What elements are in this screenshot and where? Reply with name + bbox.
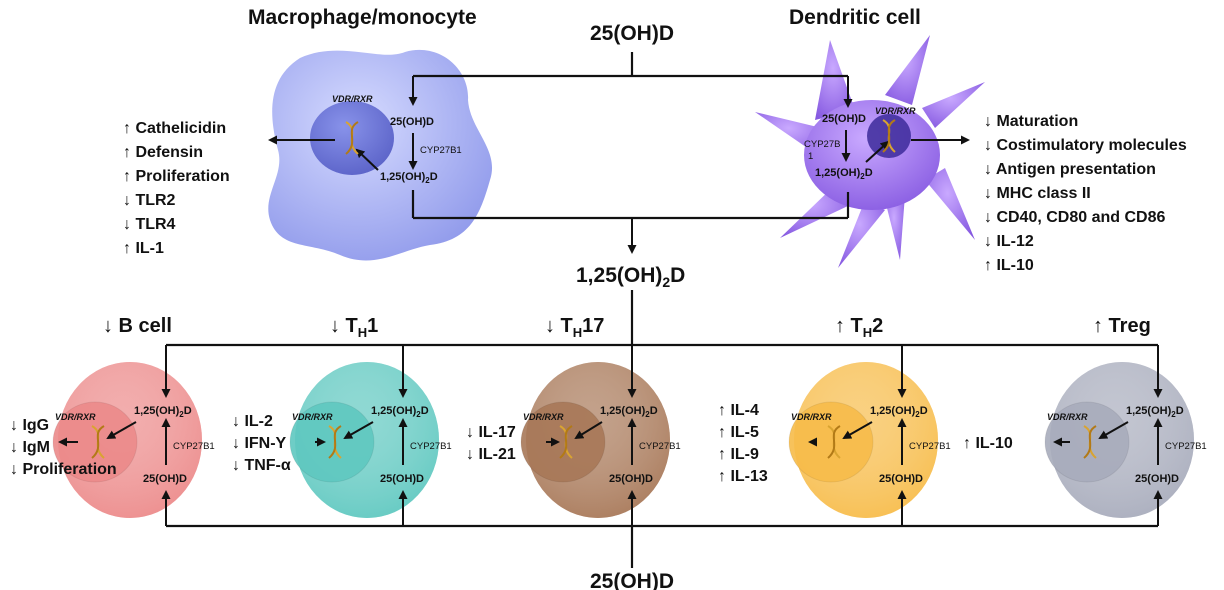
dendritic-effects: ↓ Maturation ↓ Costimulatory molecules ↓ A… <box>984 113 1187 274</box>
macrophage-effect-6: ↑ IL-1 <box>123 240 164 257</box>
cell-effect: ↓ Proliferation <box>10 461 117 478</box>
svg-text:25(OH)D: 25(OH)D <box>822 113 866 125</box>
macrophage-pathway: VDR/RXR 25(OH)D CYP27B1 1,25(OH)2D <box>268 94 462 185</box>
cell-nucleus <box>1044 401 1130 483</box>
dendritic-effect-1: ↓ Maturation <box>984 113 1078 130</box>
svg-text:VDR/RXR: VDR/RXR <box>55 412 96 422</box>
cell-effect: ↑ IL-10 <box>963 435 1013 452</box>
svg-text:1,25(OH)2D: 1,25(OH)2D <box>600 405 658 419</box>
cell-nucleus <box>52 401 138 483</box>
cell-effect: ↑ IL-5 <box>718 424 759 441</box>
svg-text:CYP27B1: CYP27B1 <box>909 441 951 452</box>
dendritic-title: Dendritic cell <box>789 6 921 29</box>
cell-effect: ↑ IL-13 <box>718 468 768 485</box>
cell-4: ↑ TH2 1,25(OH)2D 25(OH)D CYP27B1 VDR/RXR ↑ IL… <box>718 315 951 526</box>
dendritic-effect-5: ↓ CD40, CD80 and CD86 <box>984 209 1165 226</box>
macrophage-effect-2: ↑ Defensin <box>123 144 203 161</box>
cell-3: ↓ TH17 1,25(OH)2D 25(OH)D CYP27B1 VDR/RXR ↓ I… <box>466 315 681 526</box>
svg-text:25(OH)D: 25(OH)D <box>380 473 424 485</box>
svg-text:CYP27B1: CYP27B1 <box>420 145 462 156</box>
svg-text:VDR/RXR: VDR/RXR <box>523 412 564 422</box>
svg-text:VDR/RXR: VDR/RXR <box>875 106 916 116</box>
dendritic-cell <box>755 35 985 268</box>
cell-title: ↓ TH17 <box>545 315 604 340</box>
top-25ohd-label: 25(OH)D <box>590 22 674 45</box>
svg-text:VDR/RXR: VDR/RXR <box>791 412 832 422</box>
cell-title: ↑ TH2 <box>835 315 883 340</box>
cell-nucleus <box>289 401 375 483</box>
svg-text:25(OH)D: 25(OH)D <box>609 473 653 485</box>
cell-nucleus <box>520 401 606 483</box>
svg-text:25(OH)D: 25(OH)D <box>1135 473 1179 485</box>
svg-text:25(OH)D: 25(OH)D <box>390 116 434 128</box>
connector-lines <box>166 52 1158 568</box>
dendritic-pathway: VDR/RXR 25(OH)D CYP27B 1 1,25(OH)2D <box>804 106 970 181</box>
dendritic-effect-2: ↓ Costimulatory molecules <box>984 137 1187 154</box>
cell-effect: ↓ IL-21 <box>466 446 516 463</box>
cell-title: ↑ Treg <box>1093 315 1151 337</box>
svg-text:CYP27B: CYP27B <box>804 139 840 150</box>
dendritic-effect-6: ↓ IL-12 <box>984 233 1034 250</box>
cell-effect: ↓ IL-2 <box>232 413 273 430</box>
macrophage-effect-5: ↓ TLR4 <box>123 216 176 233</box>
svg-text:CYP27B1: CYP27B1 <box>1165 441 1207 452</box>
cell-effect: ↓ IgM <box>10 439 50 456</box>
central-active-label: 1,25(OH)2D <box>576 264 685 290</box>
svg-text:VDR/RXR: VDR/RXR <box>332 94 373 104</box>
svg-text:1: 1 <box>808 151 813 162</box>
dendritic-effect-7: ↑ IL-10 <box>984 257 1034 274</box>
svg-text:1,25(OH)2D: 1,25(OH)2D <box>870 405 928 419</box>
cell-effect: ↓ TNF-α <box>232 457 291 474</box>
svg-text:1,25(OH)2D: 1,25(OH)2D <box>380 171 438 185</box>
svg-text:1,25(OH)2D: 1,25(OH)2D <box>134 405 192 419</box>
cell-effect: ↓ IgG <box>10 417 49 434</box>
bottom-25ohd-label: 25(OH)D <box>590 570 674 590</box>
macrophage-effect-4: ↓ TLR2 <box>123 192 176 209</box>
cell-title: ↓ B cell <box>103 315 172 337</box>
svg-text:VDR/RXR: VDR/RXR <box>1047 412 1088 422</box>
svg-text:1,25(OH)2D: 1,25(OH)2D <box>815 167 873 181</box>
macrophage-title: Macrophage/monocyte <box>248 6 477 29</box>
svg-text:1,25(OH)2D: 1,25(OH)2D <box>1126 405 1184 419</box>
cell-1: ↓ B cell 1,25(OH)2D 25(OH)D CYP27B1 VDR/RXR ↓… <box>10 315 215 526</box>
svg-text:1,25(OH)2D: 1,25(OH)2D <box>371 405 429 419</box>
macrophage-effects: ↑ Cathelicidin ↑ Defensin ↑ Proliferation ↓… <box>123 120 230 257</box>
lymphocyte-row: ↓ B cell1,25(OH)2D25(OH)DCYP27B1VDR/RXR↓… <box>10 315 1207 526</box>
cell-2: ↓ TH1 1,25(OH)2D 25(OH)D CYP27B1 VDR/RXR ↓ IL… <box>232 315 452 526</box>
svg-text:CYP27B1: CYP27B1 <box>173 441 215 452</box>
cell-effect: ↓ IL-17 <box>466 424 516 441</box>
svg-text:25(OH)D: 25(OH)D <box>143 473 187 485</box>
cell-5: ↑ Treg 1,25(OH)2D 25(OH)D CYP27B1 VDR/RXR ↑ I… <box>963 315 1207 526</box>
svg-text:CYP27B1: CYP27B1 <box>410 441 452 452</box>
cell-title: ↓ TH1 <box>330 315 378 340</box>
dendritic-effect-3: ↓ Antigen presentation <box>984 161 1156 178</box>
cell-effect: ↓ IFN-Y <box>232 435 287 452</box>
cell-effect: ↑ IL-9 <box>718 446 759 463</box>
dendritic-effect-4: ↓ MHC class II <box>984 185 1091 202</box>
macrophage-effect-1: ↑ Cathelicidin <box>123 120 226 137</box>
cell-effect: ↑ IL-4 <box>718 402 759 419</box>
svg-text:25(OH)D: 25(OH)D <box>879 473 923 485</box>
svg-text:CYP27B1: CYP27B1 <box>639 441 681 452</box>
svg-text:VDR/RXR: VDR/RXR <box>292 412 333 422</box>
macrophage-effect-3: ↑ Proliferation <box>123 168 230 185</box>
cell-nucleus <box>788 401 874 483</box>
